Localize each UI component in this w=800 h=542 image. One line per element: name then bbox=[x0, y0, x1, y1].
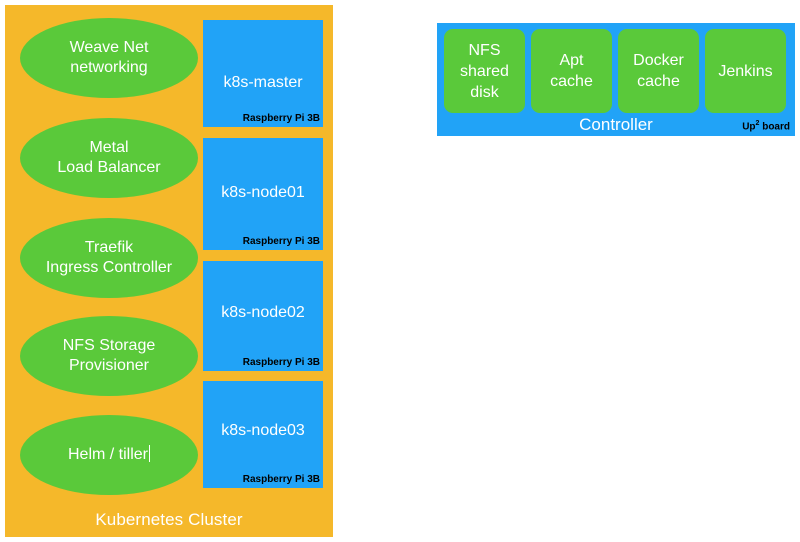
component-traefik-ingress-controller[interactable]: Traefik Ingress Controller bbox=[20, 218, 198, 298]
component-label-line1: Weave Net bbox=[69, 39, 149, 56]
component-label-line2: Load Balancer bbox=[57, 159, 161, 176]
node-k8s-node02[interactable]: k8s-node02 Raspberry Pi 3B bbox=[203, 261, 323, 371]
controller-panel[interactable]: NFS shared disk Apt cache Docker cache J… bbox=[437, 23, 795, 136]
controller-item-jenkins[interactable]: Jenkins bbox=[705, 29, 786, 113]
node-k8s-node03[interactable]: k8s-node03 Raspberry Pi 3B bbox=[203, 381, 323, 488]
component-label-line2: Ingress Controller bbox=[45, 259, 173, 276]
controller-item-label-line1: NFS bbox=[468, 41, 501, 59]
kubernetes-cluster-panel[interactable]: Weave Net networking Metal Load Balancer… bbox=[5, 5, 333, 537]
controller-item-label-line1: Jenkins bbox=[718, 62, 773, 80]
component-label-line1: NFS Storage bbox=[62, 337, 156, 354]
controller-caption: Controller bbox=[579, 115, 653, 134]
node-title: k8s-node01 bbox=[221, 184, 305, 201]
component-label-line1: Traefik bbox=[84, 239, 134, 256]
text-cursor-caret bbox=[149, 445, 150, 462]
controller-hardware-superscript: 2 bbox=[755, 119, 760, 127]
controller-item-label-line3: disk bbox=[470, 83, 499, 101]
controller-item-label-line1: Docker bbox=[633, 52, 684, 69]
node-title: k8s-node02 bbox=[221, 304, 305, 321]
component-label-line1: Metal bbox=[89, 139, 129, 156]
node-hardware-label: Raspberry Pi 3B bbox=[242, 474, 320, 485]
controller-item-apt-cache[interactable]: Apt cache bbox=[531, 29, 612, 113]
controller-hardware-label: Up2 board bbox=[742, 120, 790, 132]
component-nfs-storage-provisioner[interactable]: NFS Storage Provisioner bbox=[20, 316, 198, 396]
controller-item-label-line1: Apt bbox=[559, 52, 584, 69]
controller-item-label-line2: cache bbox=[550, 73, 593, 90]
component-helm-tiller[interactable]: Helm / tiller bbox=[20, 415, 198, 495]
controller-hardware-name: Up bbox=[742, 121, 756, 132]
node-title: k8s-master bbox=[223, 74, 303, 91]
controller-item-label-line2: cache bbox=[637, 73, 680, 90]
node-title: k8s-node03 bbox=[221, 422, 305, 439]
controller-item-docker-cache[interactable]: Docker cache bbox=[618, 29, 699, 113]
node-k8s-master[interactable]: k8s-master Raspberry Pi 3B bbox=[203, 20, 323, 127]
controller-item-label-line2: shared bbox=[460, 62, 509, 80]
node-hardware-label: Raspberry Pi 3B bbox=[242, 236, 320, 247]
node-hardware-label: Raspberry Pi 3B bbox=[242, 357, 320, 368]
component-metal-load-balancer[interactable]: Metal Load Balancer bbox=[20, 118, 198, 198]
component-label-line1: Helm / tiller bbox=[67, 446, 148, 463]
cluster-caption: Kubernetes Cluster bbox=[95, 510, 243, 529]
component-label-line2: networking bbox=[70, 59, 148, 76]
component-weave-net[interactable]: Weave Net networking bbox=[20, 18, 198, 98]
controller-item-nfs-shared-disk[interactable]: NFS shared disk bbox=[444, 29, 525, 113]
node-k8s-node01[interactable]: k8s-node01 Raspberry Pi 3B bbox=[203, 138, 323, 250]
controller-hardware-tail: board bbox=[759, 121, 790, 132]
component-label-line2: Provisioner bbox=[68, 357, 149, 374]
node-hardware-label: Raspberry Pi 3B bbox=[242, 113, 320, 124]
